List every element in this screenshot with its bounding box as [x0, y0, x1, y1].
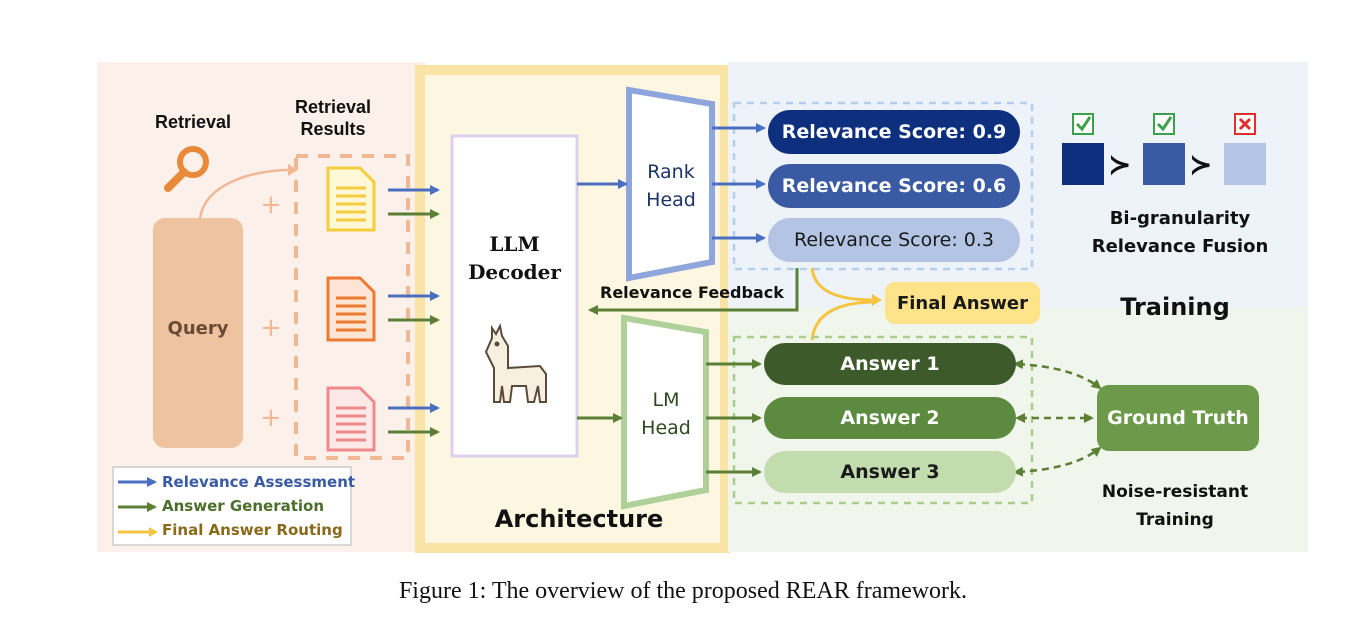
llm-decoder-line-1: LLM [489, 232, 540, 256]
relevance-score-pill-1: Relevance Score: 0.9 [768, 110, 1020, 154]
llama-icon [484, 322, 547, 403]
fusion-square-mid [1143, 143, 1185, 185]
query-label: Query [167, 318, 229, 339]
figure-caption: Figure 1: The overview of the proposed R… [398, 578, 968, 604]
document-icon-1 [326, 166, 376, 232]
legend-item-answer-generation: Answer Generation [162, 497, 325, 515]
cross-icon [1234, 113, 1256, 135]
legend-item-final-answer-routing: Final Answer Routing [162, 521, 343, 539]
retrieval-results-box [294, 154, 410, 460]
plus-sign-3: + [260, 403, 282, 433]
answer-pill-2: Answer 2 [764, 397, 1016, 439]
lm-head-line-2: Head [641, 417, 691, 439]
rank-head-line-2: Head [646, 189, 696, 211]
arrow-answer-3-ground-truth [1013, 446, 1102, 477]
query-to-results-curve [198, 168, 291, 219]
llm-decoder-line-2: Decoder [468, 260, 561, 284]
llm-decoder-label: LLM Decoder [452, 230, 577, 286]
check-icon-1 [1072, 113, 1094, 135]
relevance-score-pill-2: Relevance Score: 0.6 [768, 164, 1020, 208]
retrieval-results-line-2: Results [300, 119, 366, 139]
training-section-title: Training [1120, 293, 1230, 321]
architecture-section-title: Architecture [494, 505, 664, 533]
rank-head-label: Rank Head [632, 158, 710, 214]
answer-pill-3: Answer 3 [764, 451, 1016, 493]
check-icon-2 [1153, 113, 1175, 135]
precedence-symbol-1: ≻ [1108, 148, 1132, 181]
retrieval-results-label: Retrieval Results [278, 96, 388, 140]
fusion-line-2: Relevance Fusion [1091, 236, 1269, 257]
document-icon-3 [326, 386, 376, 452]
rank-head-trapezoid [626, 86, 715, 282]
arrow-answer-1-ground-truth [1013, 359, 1102, 390]
rank-head-line-1: Rank [647, 161, 695, 183]
plus-sign-2: + [260, 313, 282, 343]
routing-curve-from-answers [810, 300, 876, 341]
fusion-square-high [1062, 143, 1104, 185]
retrieval-results-line-1: Retrieval [294, 97, 372, 117]
routing-curve-from-scores [810, 267, 876, 302]
relevance-score-pill-3: Relevance Score: 0.3 [768, 218, 1020, 262]
query-box [153, 218, 243, 448]
legend-item-relevance-assessment: Relevance Assessment [162, 473, 356, 491]
scores-box [732, 101, 1034, 271]
retrieval-label: Retrieval [154, 112, 232, 132]
llm-decoder-box [450, 134, 579, 458]
noise-line-1: Noise-resistant [1101, 482, 1249, 502]
ground-truth-box: Ground Truth [1097, 385, 1259, 451]
fusion-square-low [1224, 143, 1266, 185]
precedence-symbol-2: ≻ [1189, 148, 1213, 181]
fusion-line-1: Bi-granularity [1109, 208, 1251, 229]
magnifier-icon [164, 146, 209, 192]
fusion-label: Bi-granularity Relevance Fusion [1080, 205, 1280, 261]
document-icon-2 [326, 276, 376, 342]
noise-line-2: Training [1136, 510, 1214, 530]
legend: Relevance Assessment Answer Generation F… [162, 470, 355, 542]
answer-pill-1: Answer 1 [764, 343, 1016, 385]
final-answer-box: Final Answer [885, 282, 1040, 324]
lm-head-label: LM Head [627, 386, 705, 442]
lm-head-trapezoid [621, 314, 709, 510]
relevance-feedback-label: Relevance Feedback [600, 283, 784, 302]
lm-head-line-1: LM [652, 389, 680, 411]
noise-resistant-label: Noise-resistant Training [1075, 478, 1275, 534]
relevance-feedback-arrow [588, 268, 799, 315]
plus-sign-1: + [260, 190, 282, 220]
